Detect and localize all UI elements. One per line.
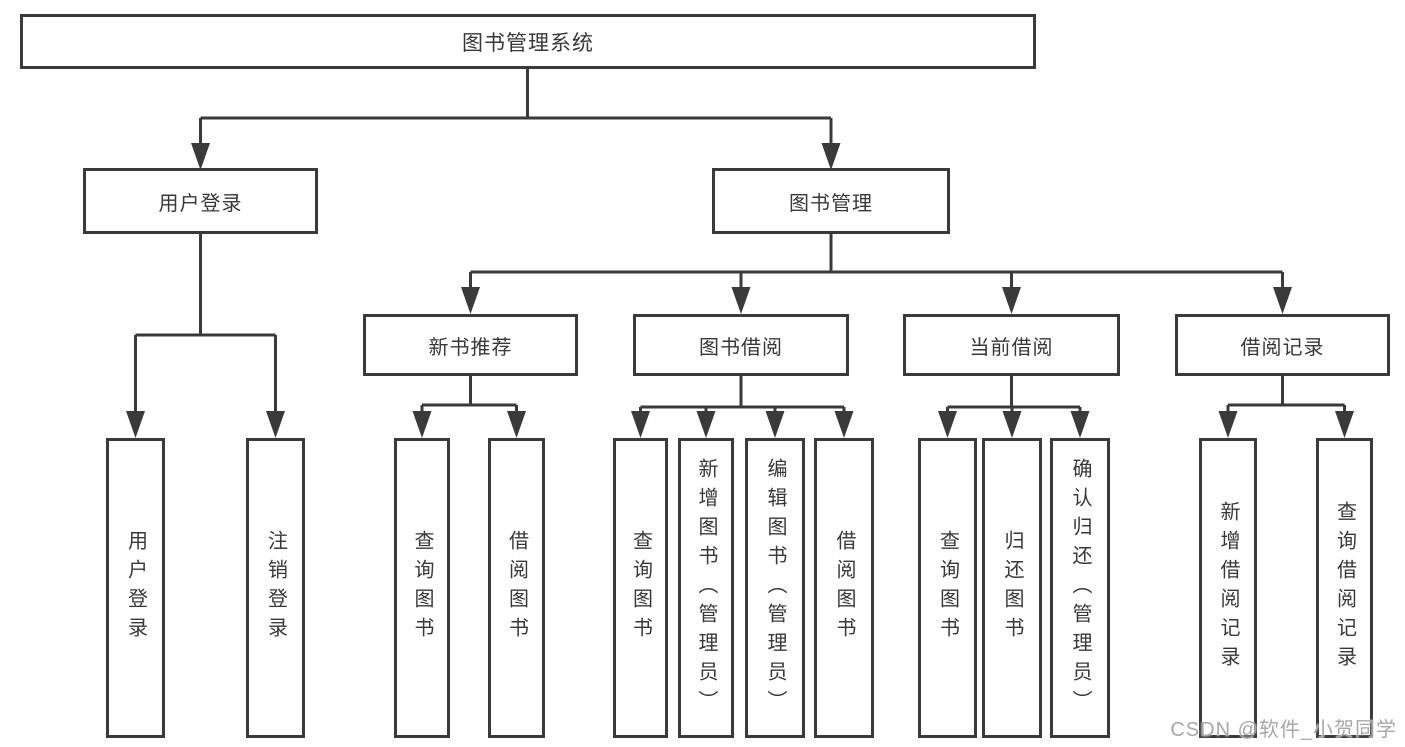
- node-leaf-cur-query-book: 查询图书: [918, 438, 977, 738]
- node-book-mgmt: 图书管理: [712, 168, 950, 234]
- edge-current-borrow-children: [938, 376, 1090, 438]
- node-leaf-cur-return-book: 归还图书: [982, 438, 1042, 738]
- edge-user-login-children: [126, 234, 285, 438]
- node-leaf-user-login: 用户登录: [106, 438, 165, 738]
- node-user-login: 用户登录: [83, 168, 318, 234]
- edge-root-to-level2: [191, 69, 841, 170]
- node-current-borrow: 当前借阅: [903, 314, 1120, 376]
- node-leaf-nbr-query-book: 查询图书: [394, 438, 450, 738]
- node-leaf-logout: 注销登录: [246, 438, 305, 738]
- node-borrow-records: 借阅记录: [1175, 314, 1390, 376]
- node-leaf-cur-confirm-return: 确认归还（管理员）: [1050, 438, 1110, 738]
- node-leaf-bor-edit-book: 编辑图书（管理员）: [745, 438, 805, 738]
- csdn-watermark: CSDN @软件_小贺同学: [1170, 719, 1397, 741]
- node-leaf-bor-borrow-book: 借阅图书: [814, 438, 874, 738]
- node-leaf-log-add-record: 新增借阅记录: [1199, 438, 1257, 738]
- node-leaf-log-query-record: 查询借阅记录: [1316, 438, 1373, 738]
- edge-book-borrow-children: [631, 376, 854, 438]
- node-leaf-bor-add-book: 新增图书（管理员）: [678, 438, 734, 738]
- node-root: 图书管理系统: [20, 14, 1036, 69]
- node-leaf-nbr-borrow-book: 借阅图书: [488, 438, 545, 738]
- edge-borrow-records-children: [1218, 376, 1354, 438]
- node-new-book-rec: 新书推荐: [363, 314, 578, 376]
- node-book-borrow: 图书借阅: [633, 314, 849, 376]
- edge-book-mgmt-children: [461, 234, 1292, 314]
- node-leaf-bor-query-book: 查询图书: [613, 438, 668, 738]
- edge-new-book-rec-children: [412, 376, 526, 438]
